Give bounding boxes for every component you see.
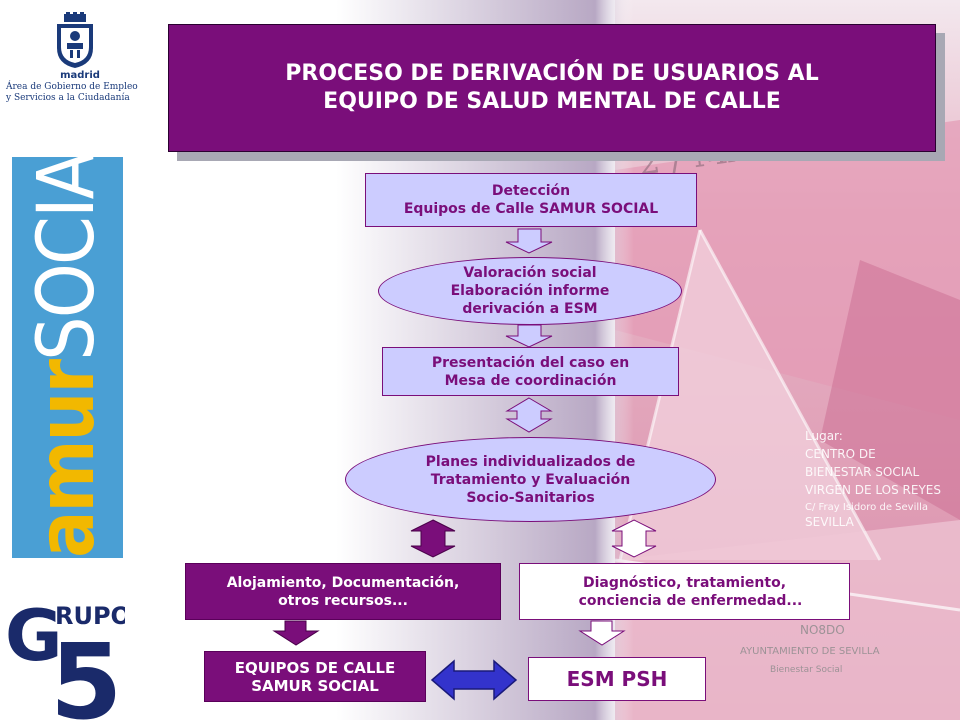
node-line: Tratamiento y Evaluación — [430, 471, 631, 488]
madrid-logo: madrid Área de Gobierno de Empleo y Serv… — [0, 0, 160, 120]
node-esm-psh: ESM PSH — [528, 657, 706, 701]
page-title: PROCESO DE DERIVACIÓN DE USUARIOS AL EQU… — [168, 24, 936, 152]
madrid-dept-line: y Servicios a la Ciudadanía — [6, 93, 130, 103]
bg-event-line: BIENESTAR SOCIAL — [805, 465, 919, 479]
node-line: Equipos de Calle SAMUR SOCIAL — [403, 201, 659, 217]
madrid-crest-icon — [57, 12, 93, 68]
bg-event-line: CENTRO DE — [805, 447, 876, 461]
node-line: Detección — [491, 183, 571, 199]
bg-event-line: Lugar: — [805, 429, 843, 443]
node-deteccion: Detección Equipos de Calle SAMUR SOCIAL — [365, 173, 697, 227]
node-line: conciencia de enfermedad... — [578, 592, 803, 609]
node-line: Elaboración informe — [450, 283, 610, 299]
title-line: EQUIPO DE SALUD MENTAL DE CALLE — [323, 89, 781, 114]
node-alojamiento: Alojamiento, Documentación, otros recurs… — [185, 563, 501, 620]
node-planes: Planes individualizados de Tratamiento y… — [345, 437, 716, 522]
bg-sponsor-line: AYUNTAMIENTO DE SEVILLA — [740, 646, 880, 657]
madrid-city-label: madrid — [60, 70, 100, 81]
node-line: Socio-Sanitarios — [466, 489, 595, 506]
bg-event-line: C/ Fray Isidoro de Sevilla — [805, 502, 928, 513]
node-presentacion: Presentación del caso en Mesa de coordin… — [382, 347, 679, 396]
node-line: Mesa de coordinación — [444, 372, 617, 389]
title-line: PROCESO DE DERIVACIÓN DE USUARIOS AL — [285, 61, 819, 86]
title-text: PROCESO DE DERIVACIÓN DE USUARIOS AL EQU… — [285, 60, 818, 116]
madrid-dept-line: Área de Gobierno de Empleo — [6, 82, 138, 92]
bg-event-line: SEVILLA — [805, 515, 855, 529]
node-line: otros recursos... — [278, 592, 408, 609]
node-line: derivación a ESM — [462, 301, 598, 317]
node-line: Valoración social — [463, 265, 597, 281]
social-word: SOCIAL — [22, 157, 112, 361]
node-line: Alojamiento, Documentación, — [226, 574, 460, 591]
grupo-number: 5 — [50, 621, 122, 720]
grupo-g-letter: G — [5, 598, 62, 677]
samur-word: samur — [22, 360, 112, 558]
bg-sponsor-line: NO8DO — [800, 623, 845, 637]
samur-social-wordmark: samurSOCIAL — [22, 157, 112, 558]
node-diagnostico: Diagnóstico, tratamiento, conciencia de … — [519, 563, 850, 620]
grupo-word: RUPO — [55, 602, 125, 630]
bg-event-line: VIRGEN DE LOS REYES — [805, 483, 941, 497]
node-line: SAMUR SOCIAL — [251, 676, 379, 695]
node-valoracion: Valoración social Elaboración informe de… — [378, 257, 682, 325]
node-line: Diagnóstico, tratamiento, — [582, 574, 787, 591]
node-line: ESM PSH — [566, 667, 668, 691]
bg-sponsor-line: Bienestar Social — [770, 665, 842, 675]
node-equipos-calle: EQUIPOS DE CALLE SAMUR SOCIAL — [204, 651, 426, 702]
node-line: EQUIPOS DE CALLE — [234, 658, 396, 677]
grupo5-logo: G RUPO 5 — [5, 598, 125, 720]
madrid-department: Área de Gobierno de Empleo y Servicios a… — [6, 82, 156, 104]
samur-social-logo: samurSOCIAL — [12, 157, 123, 558]
node-line: Presentación del caso en — [431, 354, 630, 371]
node-line: Planes individualizados de — [425, 453, 636, 470]
